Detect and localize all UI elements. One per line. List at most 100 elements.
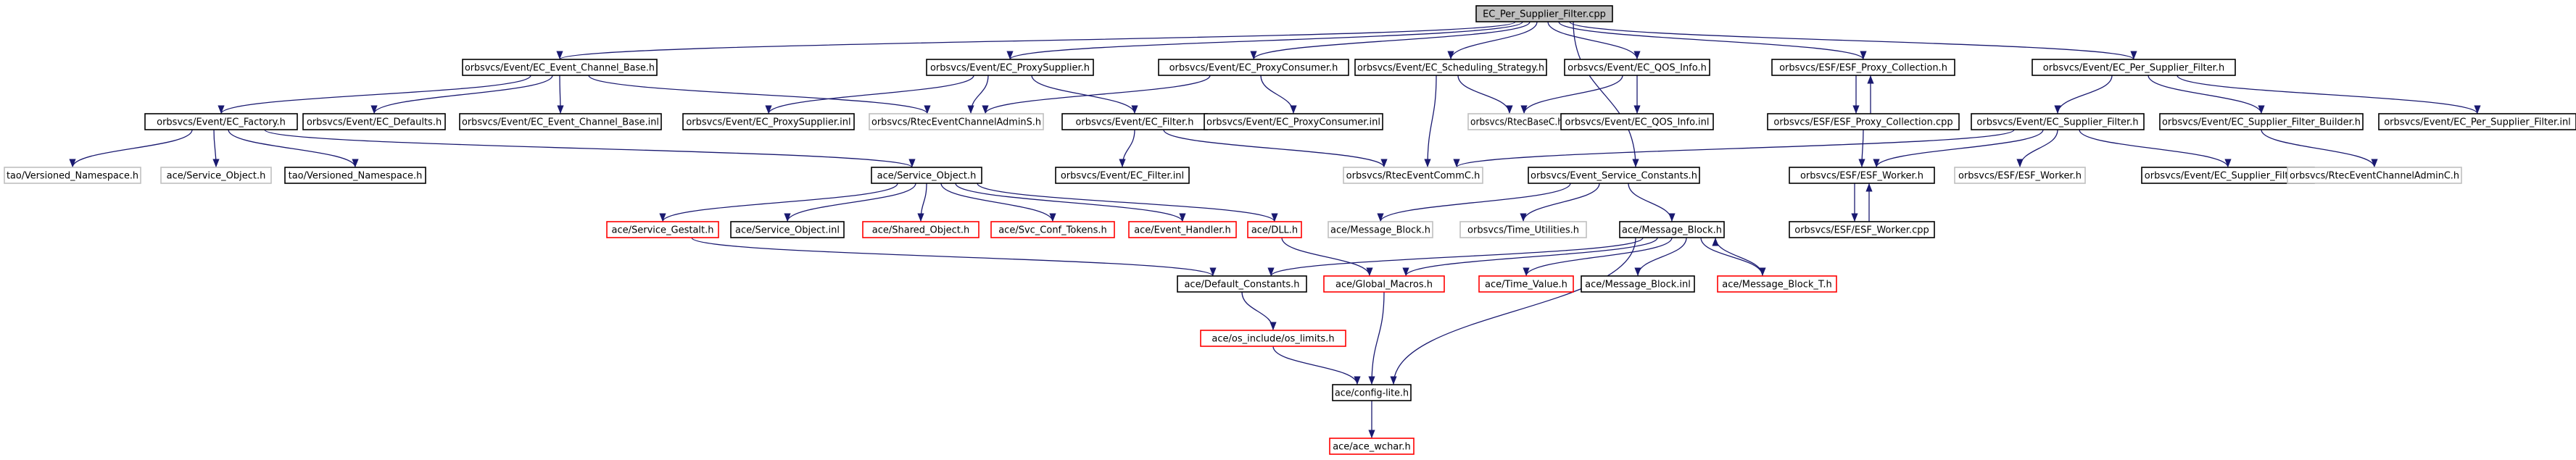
node-epccpp[interactable]: orbsvcs/ESF/ESF_Proxy_Collection.cpp [1767,113,1960,130]
node-label-asob: ace/Shared_Object.h [872,225,969,236]
node-label-agm: ace/Global_Macros.h [1335,280,1433,290]
edge-efil-to-efili [1119,129,1135,168]
node-label-rtcomm: orbsvcs/RtecEventCommC.h [1346,171,1480,182]
node-label-rtadmc: orbsvcs/RtecEventChannelAdminC.h [2290,171,2459,182]
node-label-ecbi: orbsvcs/Event/EC_Event_Channel_Base.inl [462,117,659,128]
node-label-eswk: orbsvcs/ESF/ESF_Worker.h [1800,171,1923,182]
node-asg[interactable]: ace/Service_Gestalt.h [606,221,719,238]
node-edef[interactable]: orbsvcs/Event/EC_Defaults.h [302,113,446,130]
node-box-efili [1055,167,1190,184]
edge-aosl-to-acl [1272,346,1361,385]
node-label-esc: orbsvcs/Event_Service_Constants.h [1531,171,1697,182]
node-ess[interactable]: orbsvcs/Event/EC_Scheduling_Strategy.h [1354,59,1547,76]
node-ecbi[interactable]: orbsvcs/Event/EC_Event_Channel_Base.inl [459,113,662,130]
node-box-atv [1478,275,1574,293]
node-eqii[interactable]: orbsvcs/Event/EC_QOS_Info.inl [1560,113,1714,130]
node-rtcomm[interactable]: orbsvcs/RtecEventCommC.h [1343,167,1483,184]
node-epsi[interactable]: orbsvcs/Event/EC_ProxySupplier.inl [682,113,855,130]
node-epcol[interactable]: orbsvcs/ESF/ESF_Proxy_Collection.h [1771,59,1955,76]
node-rtadmc[interactable]: orbsvcs/RtecEventChannelAdminC.h [2287,167,2462,184]
node-aeh[interactable]: ace/Event_Handler.h [1128,221,1237,238]
node-adc[interactable]: ace/Default_Constants.h [1177,275,1307,293]
node-label-ambi: ace/Message_Block.inl [1585,280,1691,290]
node-epci[interactable]: orbsvcs/Event/EC_ProxyConsumer.inl [1204,113,1383,130]
node-esf[interactable]: orbsvcs/Event/EC_Supplier_Filter.h [1971,113,2145,130]
edge-esc-to-amb1 [1377,183,1571,222]
node-asob[interactable]: ace/Shared_Object.h [862,221,980,238]
edge-ess-to-rtbase [1457,75,1513,114]
node-box-asoi [730,221,845,238]
node-rtbase[interactable]: orbsvcs/RtecBaseC.h [1467,113,1566,130]
node-box-esc [1528,167,1700,184]
node-label-acl: ace/config-lite.h [1335,388,1409,399]
node-box-esf [1971,113,2145,130]
edge-eps-to-efil [1031,75,1138,114]
node-efac[interactable]: orbsvcs/Event/EC_Factory.h [144,113,298,130]
node-efili[interactable]: orbsvcs/Event/EC_Filter.inl [1055,167,1190,184]
node-box-eswk [1789,167,1935,184]
node-ambi[interactable]: ace/Message_Block.inl [1581,275,1695,293]
node-esc[interactable]: orbsvcs/Event_Service_Constants.h [1528,167,1700,184]
node-awc[interactable]: ace/ace_wchar.h [1329,438,1415,455]
node-asoi[interactable]: ace/Service_Object.inl [730,221,845,238]
node-box-amb2 [1619,221,1725,238]
node-aso2[interactable]: ace/Service_Object.h [871,167,982,184]
node-eswk[interactable]: orbsvcs/ESF/ESF_Worker.h [1789,167,1935,184]
edge-amb2-to-ambt [1700,237,1766,277]
node-acl[interactable]: ace/config-lite.h [1332,384,1412,401]
node-eps[interactable]: orbsvcs/Event/EC_ProxySupplier.h [926,59,1094,76]
node-esfi[interactable]: orbsvcs/Event/EC_Supplier_Filter.inl [2141,167,2315,184]
node-aosl[interactable]: ace/os_include/os_limits.h [1200,330,1346,347]
node-box-ambt [1717,275,1837,293]
node-atv[interactable]: ace/Time_Value.h [1478,275,1574,293]
node-root[interactable]: EC_Per_Supplier_Filter.cpp [1475,5,1613,22]
edge-root-to-epc [1250,21,1531,60]
node-tvn2[interactable]: tao/Versioned_Namespace.h [284,167,426,184]
edge-aso2-to-asct [940,183,1056,222]
node-box-eqi [1564,59,1710,76]
node-tvn1[interactable]: tao/Versioned_Namespace.h [4,167,141,184]
node-label-otu: orbsvcs/Time_Utilities.h [1467,225,1579,236]
edge-epsf-to-esfb [2148,75,2265,114]
node-box-epc [1158,59,1349,76]
edge-esf-to-rtcomm [1453,129,2015,168]
node-adll[interactable]: ace/DLL.h [1247,221,1302,238]
node-box-awc [1329,438,1415,455]
node-ewcpp[interactable]: orbsvcs/ESF/ESF_Worker.cpp [1789,221,1935,238]
node-esfb[interactable]: orbsvcs/Event/EC_Supplier_Filter_Builder… [2159,113,2364,130]
node-ambt[interactable]: ace/Message_Block_T.h [1717,275,1837,293]
edge-ecb-to-edef [370,75,553,114]
edge-aso2-to-asob [917,183,927,222]
node-label-eps: orbsvcs/Event/EC_ProxySupplier.h [930,63,1090,74]
edge-efac-to-tvn2 [228,129,359,168]
node-rtadm[interactable]: orbsvcs/RtecEventChannelAdminS.h [869,113,1044,130]
node-asct[interactable]: ace/Svc_Conf_Tokens.h [990,221,1115,238]
node-box-epci [1204,113,1383,130]
node-epsfi[interactable]: orbsvcs/Event/EC_Per_Supplier_Filter.inl [2378,113,2576,130]
edge-ess-to-rtcomm [1424,75,1437,168]
node-amb1[interactable]: ace/Message_Block.h [1328,221,1433,238]
node-label-amb1: ace/Message_Block.h [1330,225,1430,236]
node-agm[interactable]: ace/Global_Macros.h [1323,275,1445,293]
node-epc[interactable]: orbsvcs/Event/EC_ProxyConsumer.h [1158,59,1349,76]
node-eswk2[interactable]: orbsvcs/ESF/ESF_Worker.h [1954,167,2086,184]
node-ecb[interactable]: orbsvcs/Event/EC_Event_Channel_Base.h [462,59,658,76]
node-box-amb1 [1328,221,1433,238]
node-epsf[interactable]: orbsvcs/Event/EC_Per_Supplier_Filter.h [2032,59,2236,76]
node-label-ess: orbsvcs/Event/EC_Scheduling_Strategy.h [1357,63,1544,74]
node-amb2[interactable]: ace/Message_Block.h [1619,221,1725,238]
edge-epccpp-to-eswk [1858,129,1865,168]
node-box-adll [1247,221,1302,238]
node-efil[interactable]: orbsvcs/Event/EC_Filter.h [1061,113,1208,130]
node-eqi[interactable]: orbsvcs/Event/EC_QOS_Info.h [1564,59,1710,76]
node-aso[interactable]: ace/Service_Object.h [160,167,272,184]
edge-adll-to-agm [1281,237,1373,277]
edge-root-to-epcol [1558,21,1867,60]
node-box-aso [160,167,272,184]
node-otu[interactable]: orbsvcs/Time_Utilities.h [1459,221,1587,238]
node-label-aosl: ace/os_include/os_limits.h [1212,334,1334,345]
edge-amb2-to-agm [1402,237,1658,277]
edge-layer [69,21,2481,438]
edge-esfb-to-rtadmc [2261,129,2378,168]
edge-ecb-to-rtadm [588,75,931,114]
